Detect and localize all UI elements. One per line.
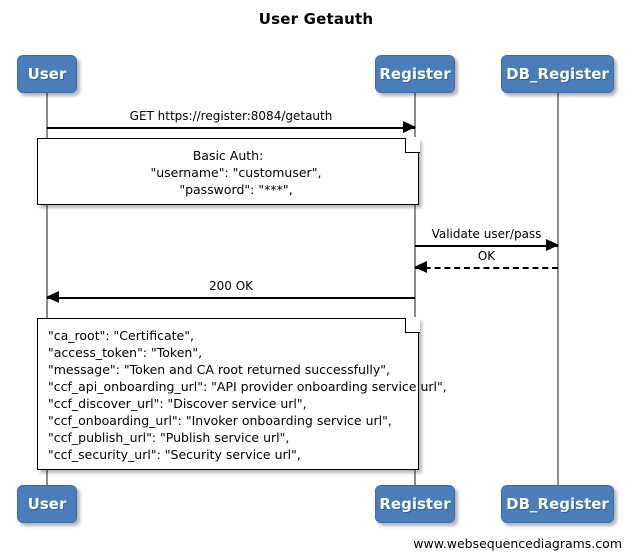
lifeline-register — [414, 93, 416, 485]
note-line: "username": "customuser", — [134, 165, 322, 180]
actor-user-label-bottom: User — [27, 495, 67, 513]
actor-user-bottom[interactable]: User — [17, 485, 77, 523]
note-line: "ccf_api_onboarding_url": "API provider … — [48, 379, 447, 394]
arrowhead-right-icon — [546, 239, 559, 251]
watermark-text: www.websequencediagrams.com — [413, 536, 622, 551]
note-response-body: "ca_root": "Certificate", "access_token"… — [37, 317, 447, 470]
note-line: "ccf_discover_url": "Discover service ur… — [48, 396, 307, 411]
page-title: User Getauth — [258, 10, 374, 28]
lifeline-user — [46, 93, 48, 485]
actor-db-register-bottom[interactable]: DB_Register — [501, 485, 614, 523]
actor-db-register-label-top: DB_Register — [506, 65, 609, 83]
message-line-dashed — [415, 267, 558, 269]
message-line — [47, 297, 415, 299]
arrowhead-right-icon — [403, 121, 416, 133]
note-line: "ccf_onboarding_url": "Invoker onboardin… — [48, 413, 392, 428]
actor-user-label-top: User — [27, 65, 67, 83]
note-basic-auth-text: Basic Auth: "username": "customuser", "p… — [48, 147, 408, 198]
note-basic-auth: Basic Auth: "username": "customuser", "p… — [37, 137, 420, 205]
lifeline-db-register — [557, 93, 559, 485]
note-line: Basic Auth: — [192, 148, 264, 163]
arrowhead-left-icon — [46, 291, 59, 303]
note-line: "access_token": "Token", — [48, 345, 203, 360]
note-fold-corner-icon — [404, 317, 420, 333]
note-line: "ca_root": "Certificate", — [48, 328, 194, 343]
actor-db-register-label-bottom: DB_Register — [506, 495, 609, 513]
message-label: OK — [477, 249, 496, 263]
actor-register-bottom[interactable]: Register — [375, 485, 455, 523]
note-line: "password": "***", — [163, 182, 293, 197]
message-line — [47, 127, 415, 129]
note-line: "message": "Token and CA root returned s… — [48, 362, 391, 377]
note-fold-corner-icon — [404, 137, 420, 153]
note-response-text: "ca_root": "Certificate", "access_token"… — [48, 327, 447, 463]
message-label: 200 OK — [208, 279, 254, 293]
note-line: "ccf_security_url": "Security service ur… — [48, 447, 301, 462]
actor-register-label-bottom: Register — [379, 495, 451, 513]
note-line: "ccf_publish_url": "Publish service url"… — [48, 430, 290, 445]
message-label: Validate user/pass — [431, 227, 542, 241]
actor-register-label-top: Register — [379, 65, 451, 83]
arrowhead-left-icon — [414, 261, 427, 273]
actor-register-top[interactable]: Register — [375, 55, 455, 93]
message-line — [415, 245, 558, 247]
actor-user-top[interactable]: User — [17, 55, 77, 93]
actor-db-register-top[interactable]: DB_Register — [501, 55, 614, 93]
message-label: GET https://register:8084/getauth — [129, 109, 333, 123]
